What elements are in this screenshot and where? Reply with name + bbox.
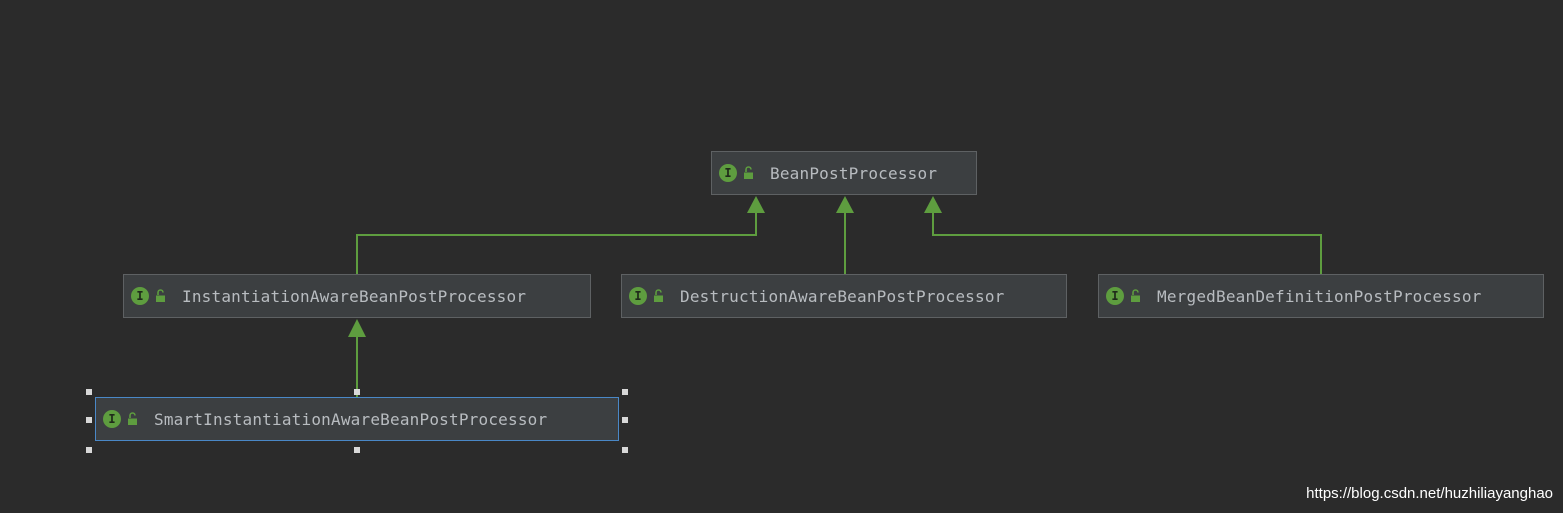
resize-handle-bottom-left[interactable] xyxy=(86,447,92,453)
edge-instantiation-to-beanpostprocessor xyxy=(356,212,757,274)
node-destruction-aware-bean-post-processor[interactable]: I DestructionAwareBeanPostProcessor xyxy=(621,274,1067,318)
node-label: MergedBeanDefinitionPostProcessor xyxy=(1157,286,1482,306)
arrowhead xyxy=(348,319,366,337)
arrowhead xyxy=(924,196,942,213)
open-lock-icon xyxy=(1131,289,1140,302)
interface-icon: I xyxy=(629,287,647,305)
resize-handle-middle-right[interactable] xyxy=(622,417,628,423)
interface-icon: I xyxy=(103,410,121,428)
node-bean-post-processor[interactable]: I BeanPostProcessor xyxy=(711,151,977,195)
node-smart-instantiation-aware-bean-post-processor[interactable]: I SmartInstantiationAwareBeanPostProcess… xyxy=(95,397,619,441)
node-label: InstantiationAwareBeanPostProcessor xyxy=(182,286,527,306)
node-label: SmartInstantiationAwareBeanPostProcessor xyxy=(154,409,548,429)
interface-icon: I xyxy=(1106,287,1124,305)
open-lock-icon xyxy=(654,289,663,302)
resize-handle-bottom-middle[interactable] xyxy=(354,447,360,453)
open-lock-icon xyxy=(156,289,165,302)
watermark-url: https://blog.csdn.net/huzhiliayanghao xyxy=(1306,485,1553,502)
resize-handle-bottom-right[interactable] xyxy=(622,447,628,453)
interface-icon: I xyxy=(131,287,149,305)
resize-handle-middle-left[interactable] xyxy=(86,417,92,423)
open-lock-icon xyxy=(128,412,137,425)
open-lock-icon xyxy=(744,166,753,179)
resize-handle-top-middle[interactable] xyxy=(354,389,360,395)
edge-merged-to-beanpostprocessor xyxy=(932,212,1322,274)
node-label: BeanPostProcessor xyxy=(770,163,938,183)
interface-icon: I xyxy=(719,164,737,182)
node-instantiation-aware-bean-post-processor[interactable]: I InstantiationAwareBeanPostProcessor xyxy=(123,274,591,318)
node-merged-bean-definition-post-processor[interactable]: I MergedBeanDefinitionPostProcessor xyxy=(1098,274,1544,318)
arrowhead xyxy=(836,196,854,213)
resize-handle-top-left[interactable] xyxy=(86,389,92,395)
resize-handle-top-right[interactable] xyxy=(622,389,628,395)
arrowhead xyxy=(747,196,765,213)
node-label: DestructionAwareBeanPostProcessor xyxy=(680,286,1005,306)
